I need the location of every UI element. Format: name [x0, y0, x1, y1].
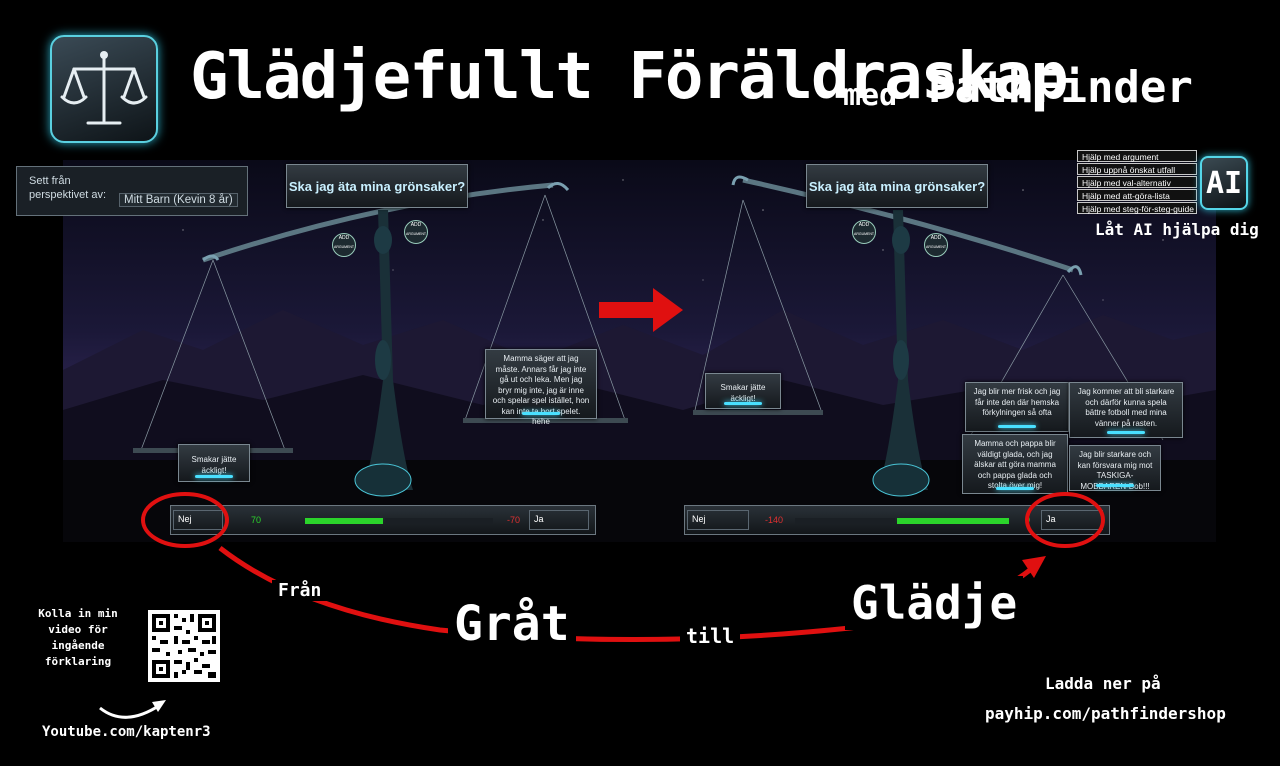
no-option[interactable]: Nej	[173, 510, 223, 530]
balance-bar-right: Nej -140 0 Ja	[684, 505, 1110, 535]
journey-joy: Glädje	[845, 576, 1024, 630]
ai-caption: Låt AI hjälpa dig	[1095, 220, 1259, 239]
yes-option[interactable]: Ja	[529, 510, 589, 530]
argument-note[interactable]: Smakar jätte äckligt!	[705, 373, 781, 409]
argument-note[interactable]: Mamma säger att jag måste. Annars får ja…	[485, 349, 597, 426]
page-title: Glädjefullt Föräldraskap	[190, 40, 1069, 114]
ai-option-outcome[interactable]: Hjälp uppnå önskat utfall	[1077, 163, 1197, 175]
night-landscape	[63, 175, 1216, 542]
argument-note[interactable]: Jag kommer att bli starkare och därför k…	[1069, 382, 1183, 438]
perspective-label-2: perspektivet av:	[29, 189, 107, 201]
app-logo	[50, 35, 158, 143]
no-score: -140	[765, 515, 784, 525]
download-link[interactable]: payhip.com/pathfindershop	[985, 704, 1226, 723]
perspective-label: Sett från	[29, 175, 71, 187]
argument-note[interactable]: Jag blir starkare och kan försvara mig m…	[1069, 445, 1161, 491]
journey-cry: Gråt	[448, 596, 576, 652]
scales-icon	[60, 51, 148, 125]
brand-name: PathFinder	[928, 62, 1193, 113]
argument-note[interactable]: Smakar jätte äckligt!	[178, 444, 250, 482]
video-promo-text: Kolla in min video för ingående förklari…	[38, 607, 118, 668]
ai-option-todo[interactable]: Hjälp med att-göra-lista	[1077, 189, 1197, 201]
ai-option-argument[interactable]: Hjälp med argument	[1077, 150, 1197, 162]
perspective-value[interactable]: Mitt Barn (Kevin 8 år)	[119, 193, 238, 207]
qr-code[interactable]	[148, 610, 220, 682]
yes-score: -70	[507, 515, 521, 525]
qr-code-icon	[152, 614, 216, 678]
curved-arrow-icon	[152, 700, 166, 712]
journey-to: till	[680, 624, 741, 648]
argument-note[interactable]: Mamma och pappa blir väldigt glada, och …	[962, 434, 1068, 494]
ai-option-alternatives[interactable]: Hjälp med val-alternativ	[1077, 176, 1197, 188]
right-arrow-icon	[599, 288, 683, 332]
perspective-selector[interactable]: Sett från perspektivet av: Mitt Barn (Ke…	[16, 166, 248, 216]
question-title-left[interactable]: Ska jag äta mina grönsaker?	[286, 164, 468, 208]
ai-option-guide[interactable]: Hjälp med steg-för-steg-guide	[1077, 202, 1197, 214]
arrow-head-icon	[1022, 556, 1046, 578]
no-score: 70	[251, 515, 262, 525]
no-option[interactable]: Nej	[687, 510, 749, 530]
balance-bar-left: Nej 70 -70 Ja	[170, 505, 596, 535]
journey-from: Från	[272, 580, 328, 601]
balance-fill-yes	[897, 518, 1009, 524]
download-label: Ladda ner på	[1045, 674, 1161, 693]
ai-button[interactable]: AI	[1200, 156, 1248, 210]
balance-fill-no	[305, 518, 383, 524]
argument-note[interactable]: Jag blir mer frisk och jag får inte den …	[965, 382, 1069, 432]
title-connector: med	[843, 78, 898, 113]
youtube-link[interactable]: Youtube.com/kaptenr3	[42, 724, 211, 740]
question-title-right[interactable]: Ska jag äta mina grönsaker?	[806, 164, 988, 208]
